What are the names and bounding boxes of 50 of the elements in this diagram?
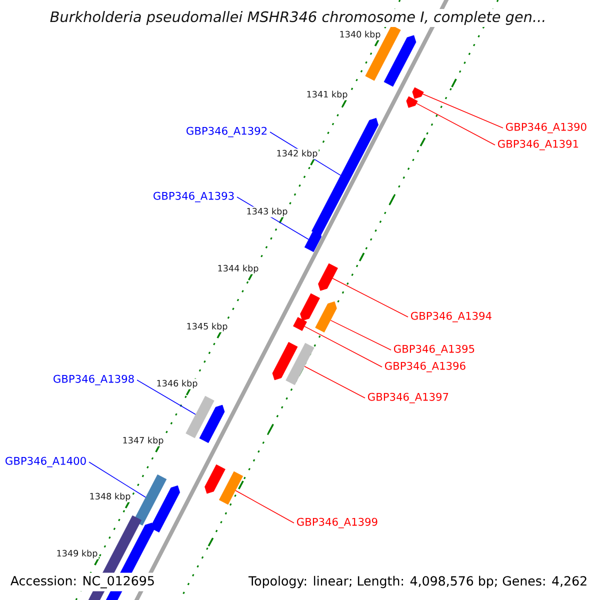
gene-block [286, 342, 314, 386]
leader-line [304, 326, 382, 368]
gene-label: GBP346_A1400 [6, 456, 86, 468]
gene-block [204, 464, 226, 494]
gene-block [300, 293, 320, 321]
accession-text: Accession: NC_012695 [7, 572, 158, 592]
leader-line [332, 278, 408, 318]
scale-label: 1345 kbp [185, 322, 229, 332]
gene-block [318, 263, 338, 291]
leader-line [416, 103, 496, 146]
gene-label: GBP346_A1392 [186, 126, 267, 138]
gene-block [384, 35, 416, 87]
gene-block [315, 301, 337, 332]
gene-label: GBP346_A1398 [54, 374, 134, 386]
leader-line [304, 366, 366, 398]
gene-block [406, 96, 418, 108]
leader-line [88, 462, 146, 498]
gene-label: GBP346_A1396 [385, 362, 466, 372]
leader-line [136, 380, 196, 415]
gene-label: GBP346_A1399 [297, 518, 378, 528]
scale-label: 1342 kbp [275, 148, 319, 160]
gene-block [304, 230, 322, 252]
scale-label: 1348 kbp [88, 492, 132, 502]
gene-label: GBP346_A1395 [394, 344, 474, 356]
gene-label: GBP346_A1393 [154, 192, 234, 202]
gene-label: GBP346_A1397 [368, 392, 448, 404]
gene-block [199, 404, 225, 444]
scale-label: 1346 kbp [155, 378, 199, 390]
title: Burkholderia pseudomallei MSHR346 chromosome I, complete gen... [48, 9, 548, 27]
gene-block [365, 25, 401, 81]
gene-block [272, 342, 298, 380]
gene-label: GBP346_A1390 [506, 122, 586, 134]
scale-label: 1341 kbp [305, 90, 349, 100]
scale-label: 1344 kbp [216, 264, 260, 274]
gene-block [186, 396, 214, 438]
scale-label: 1340 kbp [338, 30, 382, 40]
gene-block [293, 317, 307, 331]
scale-label: 1349 kbp [55, 548, 99, 560]
scale-label: 1347 kbp [121, 436, 165, 446]
scale-label: 1343 kbp [245, 206, 289, 218]
topology-text: Topology: linear; Length: 4,098,576 bp; Genes: 4,262 [246, 572, 591, 592]
gene-label: GBP346_A1394 [411, 312, 492, 322]
gene-block [133, 474, 167, 526]
gene-block [412, 87, 424, 99]
gene-block [218, 471, 244, 505]
gene-block [150, 485, 180, 532]
leader-line [330, 320, 392, 350]
leader-line [235, 490, 294, 524]
gene-label: GBP346_A1391 [498, 140, 578, 150]
leader-line [422, 94, 504, 128]
